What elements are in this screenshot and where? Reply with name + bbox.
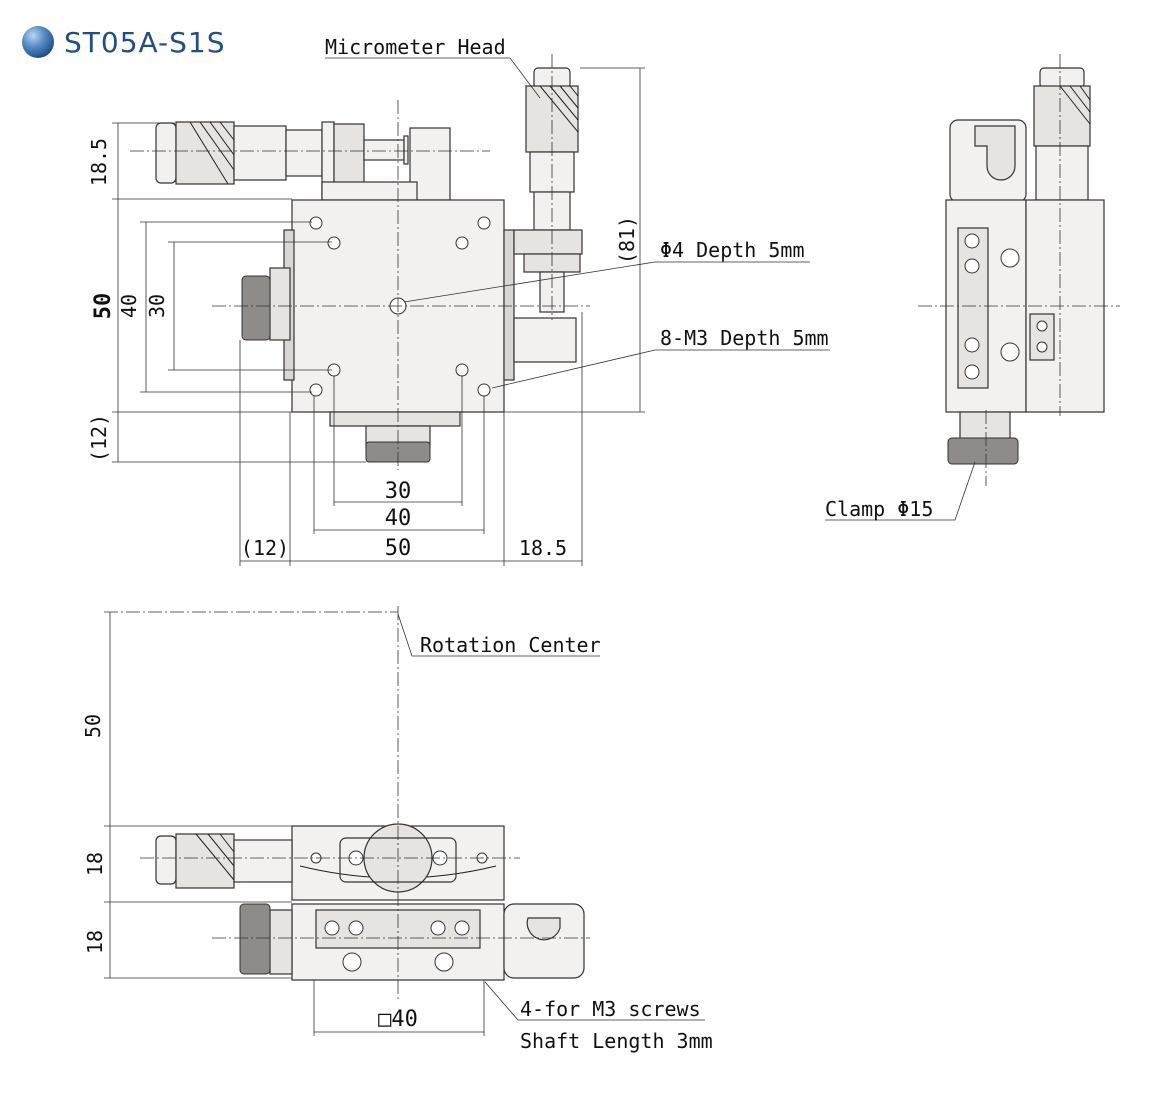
dim-bottom-18-5: 18.5 [519,536,567,560]
dim-side-50: 50 [91,293,116,320]
side-view [825,54,1120,521]
micrometer-left [155,121,451,201]
dim-bottom-12: (12) [241,536,289,560]
dim-bottom-50: 50 [385,536,412,561]
dim-side-40: 40 [117,294,141,318]
micrometer-right [513,67,583,363]
product-title: ST05A-S1S [64,25,226,59]
top-view [112,54,830,566]
title-block: ST05A-S1S [22,22,226,62]
dim-front-18a: 18 [83,852,107,876]
label-rotation-center: Rotation Center [420,633,601,657]
dim-front-18b: 18 [83,930,107,954]
blue-sphere-icon [22,26,54,58]
dim-front-50: 50 [81,714,105,738]
label-clamp: Clamp Φ15 [825,497,933,521]
dim-side-30: 30 [145,294,169,318]
label-screws-line2: Shaft Length 3mm [520,1029,713,1053]
label-screws-line1: 4-for M3 screws [520,997,701,1021]
front-view [104,606,705,1036]
dim-right-81: (81) [615,216,639,264]
label-phi4-depth: Φ4 Depth 5mm [660,238,805,262]
dim-bottom-40: 40 [385,506,412,531]
dim-top-18-5: 18.5 [87,138,111,186]
dim-side-12: (12) [87,414,111,462]
label-micrometer-head: Micrometer Head [325,35,506,59]
label-m3-depth: 8-M3 Depth 5mm [660,326,829,350]
dim-front-sq40: □40 [378,1007,418,1032]
dim-bottom-30: 30 [385,479,412,504]
